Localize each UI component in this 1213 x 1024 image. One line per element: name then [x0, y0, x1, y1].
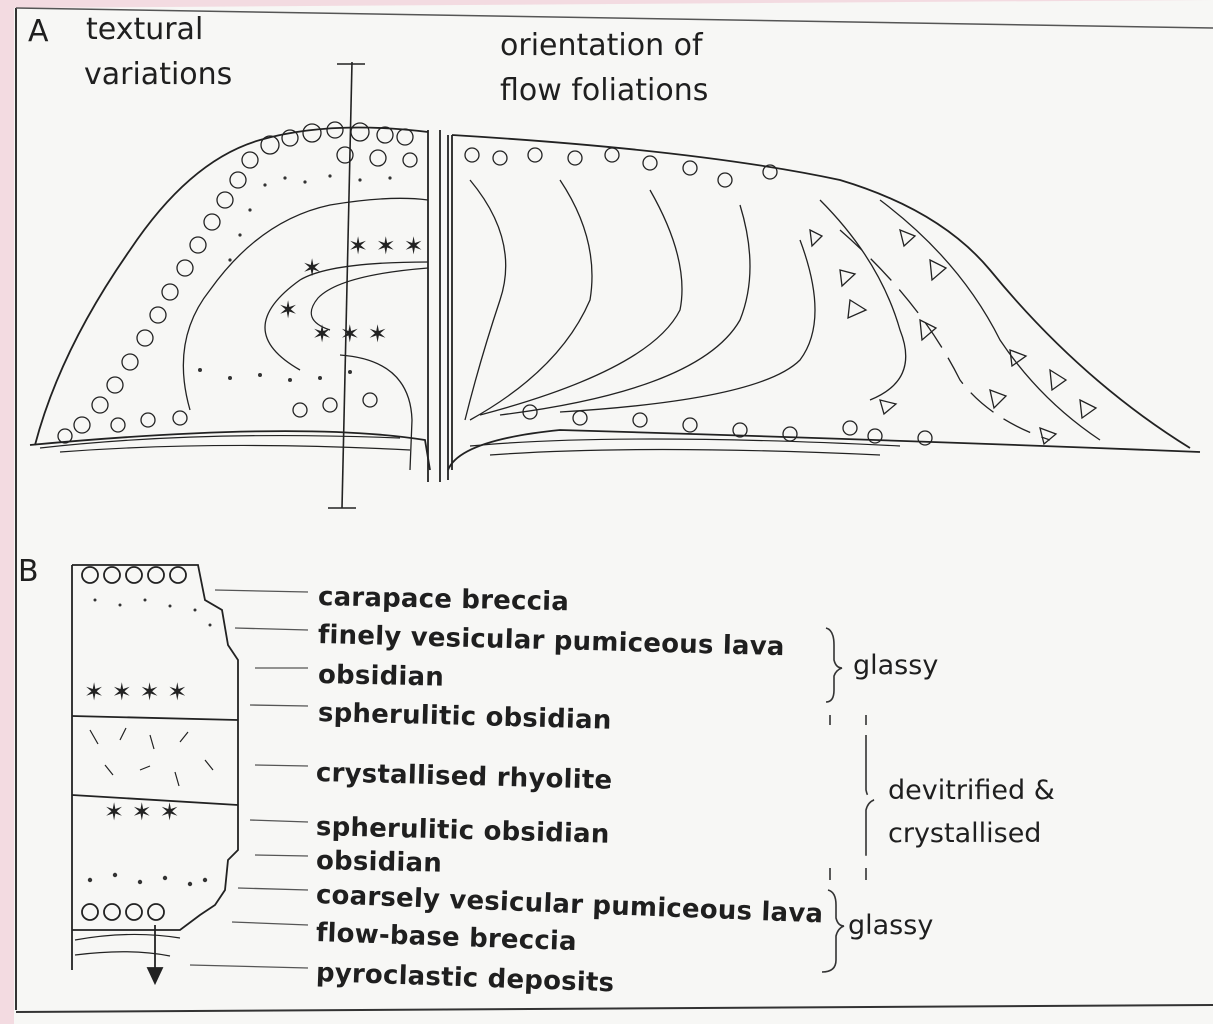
textural-variations-line1: textural — [86, 12, 203, 47]
svg-text:✶ ✶ ✶: ✶ ✶ ✶ — [348, 232, 424, 260]
group-label-crystallised: crystallised — [888, 818, 1041, 849]
group-label-devitrified: devitrified & — [888, 775, 1055, 806]
svg-text:✶: ✶ — [302, 254, 322, 282]
layer-label-obsidian-lower: obsidian — [316, 846, 443, 879]
panel-b-letter: B — [18, 554, 39, 589]
panel-a-letter: A — [28, 14, 49, 49]
svg-text:✶ ✶ ✶: ✶ ✶ ✶ — [312, 320, 388, 348]
paper-sheet — [14, 0, 1213, 1024]
textural-variations-line2: variations — [84, 57, 232, 92]
svg-text:✶: ✶ — [278, 296, 298, 324]
layer-label-obsidian-upper: obsidian — [318, 660, 445, 693]
svg-text:✶ ✶ ✶: ✶ ✶ ✶ — [104, 798, 180, 826]
group-label-glassy-top: glassy — [853, 650, 938, 681]
layer-label-carapace-breccia: carapace breccia — [318, 582, 570, 617]
flow-foliations-line1: orientation of — [500, 28, 703, 63]
group-label-glassy-bottom: glassy — [848, 910, 933, 941]
svg-text:✶ ✶ ✶ ✶: ✶ ✶ ✶ ✶ — [84, 678, 187, 706]
flow-foliations-line2: flow foliations — [500, 73, 708, 108]
